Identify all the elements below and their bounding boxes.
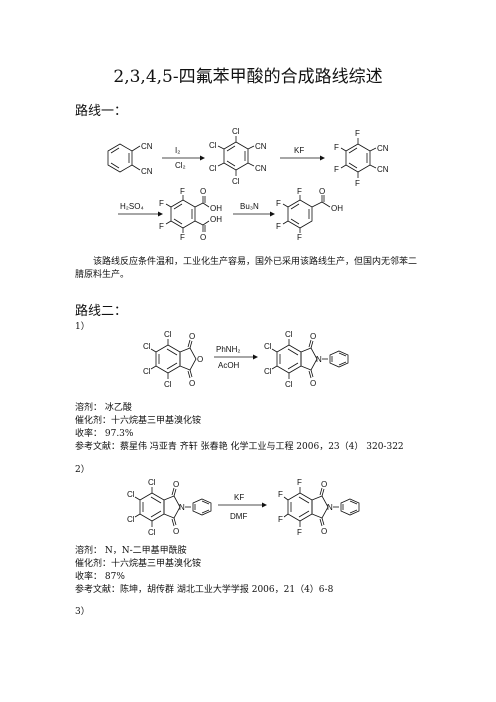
svg-text:F: F	[180, 187, 185, 196]
reaction-arrow-step-2: KF DMF	[218, 493, 267, 521]
svg-text:CN: CN	[377, 165, 389, 174]
svg-text:O: O	[310, 379, 316, 388]
svg-text:F: F	[355, 179, 360, 188]
svg-text:Cl: Cl	[148, 528, 156, 537]
svg-text:DMF: DMF	[230, 512, 247, 521]
step-1-yield: 收率： 97.3%	[75, 429, 134, 439]
tetrafluorobenzoic-acid-structure: F F F F O OH	[276, 187, 343, 242]
svg-text:Cl: Cl	[143, 367, 151, 376]
svg-text:O: O	[310, 332, 316, 341]
reaction-arrow-2: KF	[280, 146, 325, 161]
route-2-heading: 路线二：	[75, 304, 128, 319]
svg-text:F: F	[159, 222, 164, 231]
svg-text:Cl₂: Cl₂	[175, 161, 186, 170]
tetrafluorophthalonitrile-structure: F F F F CN CN	[334, 129, 389, 188]
document-title: 2,3,4,5-四氟苯甲酸的合成路线综述	[113, 67, 383, 87]
tetrachlorophthalic-anhydride-structure: Cl Cl Cl Cl O O O	[143, 330, 203, 389]
tetrachlorophthalonitrile-structure: Cl Cl Cl Cl CN CN	[209, 127, 267, 186]
tetrafluoro-n-phenylphthalimide-structure: F F F F O N O	[278, 478, 360, 537]
reaction-arrow-3: H₂SO₄	[118, 202, 163, 217]
svg-text:N: N	[316, 355, 322, 364]
svg-text:F: F	[297, 528, 302, 537]
svg-text:F: F	[276, 199, 281, 208]
svg-text:Cl: Cl	[285, 330, 293, 339]
svg-text:Cl: Cl	[285, 380, 293, 389]
svg-text:O: O	[319, 187, 325, 196]
svg-text:Bu₃N: Bu₃N	[240, 202, 259, 211]
svg-text:F: F	[297, 233, 302, 242]
svg-text:CN: CN	[141, 167, 153, 176]
svg-text:Cl: Cl	[143, 342, 151, 351]
route-1-scheme: CN CN I₂ Cl₂ Cl Cl Cl Cl CN CN	[107, 127, 389, 242]
svg-text:OH: OH	[210, 204, 222, 213]
step-1-number: 1）	[75, 322, 90, 332]
svg-text:KF: KF	[294, 146, 304, 155]
svg-text:O: O	[189, 332, 195, 341]
svg-text:PhNH₂: PhNH₂	[216, 345, 240, 354]
step-2-solvent: 溶剂： N，N-二甲基甲酰胺	[75, 546, 187, 556]
svg-text:O: O	[197, 355, 203, 364]
step-2-catalyst: 催化剂：十六烷基三甲基溴化铵	[75, 559, 202, 569]
svg-text:F: F	[159, 199, 164, 208]
svg-text:H₂SO₄: H₂SO₄	[120, 202, 144, 211]
step-2-reference: 参考文献：陈坤，胡传群 湖北工业大学学报 2006，21（4）6-8	[75, 585, 334, 595]
step-1-reference: 参考文献：蔡星伟 冯亚青 齐轩 张春艳 化学工业与工程 2006，23（4） 3…	[75, 442, 404, 452]
tetrachloro-n-phenylphthalimide-structure: Cl Cl Cl Cl O N O	[264, 330, 349, 389]
svg-text:O: O	[321, 480, 327, 489]
svg-text:F: F	[334, 165, 339, 174]
reaction-arrow-step-1: PhNH₂ AcOH	[214, 345, 258, 370]
svg-text:CN: CN	[141, 142, 153, 151]
svg-text:OH: OH	[331, 204, 343, 213]
step-1-solvent: 溶剂： 冰乙酸	[75, 403, 132, 413]
route-2-step-2-scheme: Cl Cl Cl Cl O N O KF DMF	[127, 478, 360, 537]
svg-text:O: O	[200, 233, 206, 242]
svg-text:CN: CN	[255, 142, 267, 151]
svg-text:Cl: Cl	[264, 367, 272, 376]
step-2-number: 2）	[75, 465, 90, 475]
route-2-step-1-scheme: Cl Cl Cl Cl O O O PhNH₂ AcOH	[143, 330, 349, 389]
svg-text:Cl: Cl	[164, 380, 172, 389]
reaction-arrow-1: I₂ Cl₂	[162, 146, 205, 170]
svg-text:CN: CN	[255, 164, 267, 173]
svg-text:O: O	[173, 480, 179, 489]
route-1-description: 该路线反应条件温和，工业化生产容易，国外已采用该路线生产，但国内无邻苯二腈原料生…	[75, 257, 418, 280]
svg-text:Cl: Cl	[148, 478, 156, 487]
reaction-arrow-4: Bu₃N	[233, 202, 275, 217]
svg-text:OH: OH	[210, 215, 222, 224]
svg-text:F: F	[334, 143, 339, 152]
svg-text:F: F	[297, 478, 302, 487]
svg-text:AcOH: AcOH	[218, 361, 240, 370]
svg-text:N: N	[327, 503, 333, 512]
step-3-number: 3）	[75, 607, 90, 617]
svg-text:Cl: Cl	[232, 127, 240, 136]
svg-text:F: F	[180, 233, 185, 242]
svg-text:F: F	[355, 129, 360, 138]
step-2-yield: 收率： 87%	[75, 572, 125, 582]
svg-text:I₂: I₂	[175, 146, 180, 155]
svg-text:Cl: Cl	[127, 515, 135, 524]
svg-text:N: N	[179, 503, 185, 512]
svg-text:Cl: Cl	[127, 490, 135, 499]
svg-text:O: O	[200, 187, 206, 196]
svg-text:Cl: Cl	[264, 342, 272, 351]
svg-text:KF: KF	[234, 493, 244, 502]
svg-text:Cl: Cl	[209, 141, 217, 150]
svg-text:Cl: Cl	[209, 164, 217, 173]
svg-text:F: F	[278, 490, 283, 499]
tetrachloro-n-phenylphthalimide-reactant: Cl Cl Cl Cl O N O	[127, 478, 212, 537]
svg-text:O: O	[173, 527, 179, 536]
route-1-heading: 路线一：	[75, 104, 128, 119]
step-1-catalyst: 催化剂：十六烷基三甲基溴化铵	[75, 416, 202, 426]
svg-text:Cl: Cl	[232, 177, 240, 186]
svg-text:F: F	[276, 222, 281, 231]
svg-text:O: O	[321, 527, 327, 536]
svg-text:CN: CN	[377, 144, 389, 153]
svg-text:F: F	[297, 187, 302, 196]
svg-text:F: F	[278, 515, 283, 524]
svg-text:O: O	[189, 379, 195, 388]
tetrafluorophthalic-acid-structure: F F F F O OH OH O	[159, 187, 222, 242]
phthalonitrile-structure: CN CN	[107, 142, 153, 176]
svg-text:Cl: Cl	[164, 330, 172, 339]
